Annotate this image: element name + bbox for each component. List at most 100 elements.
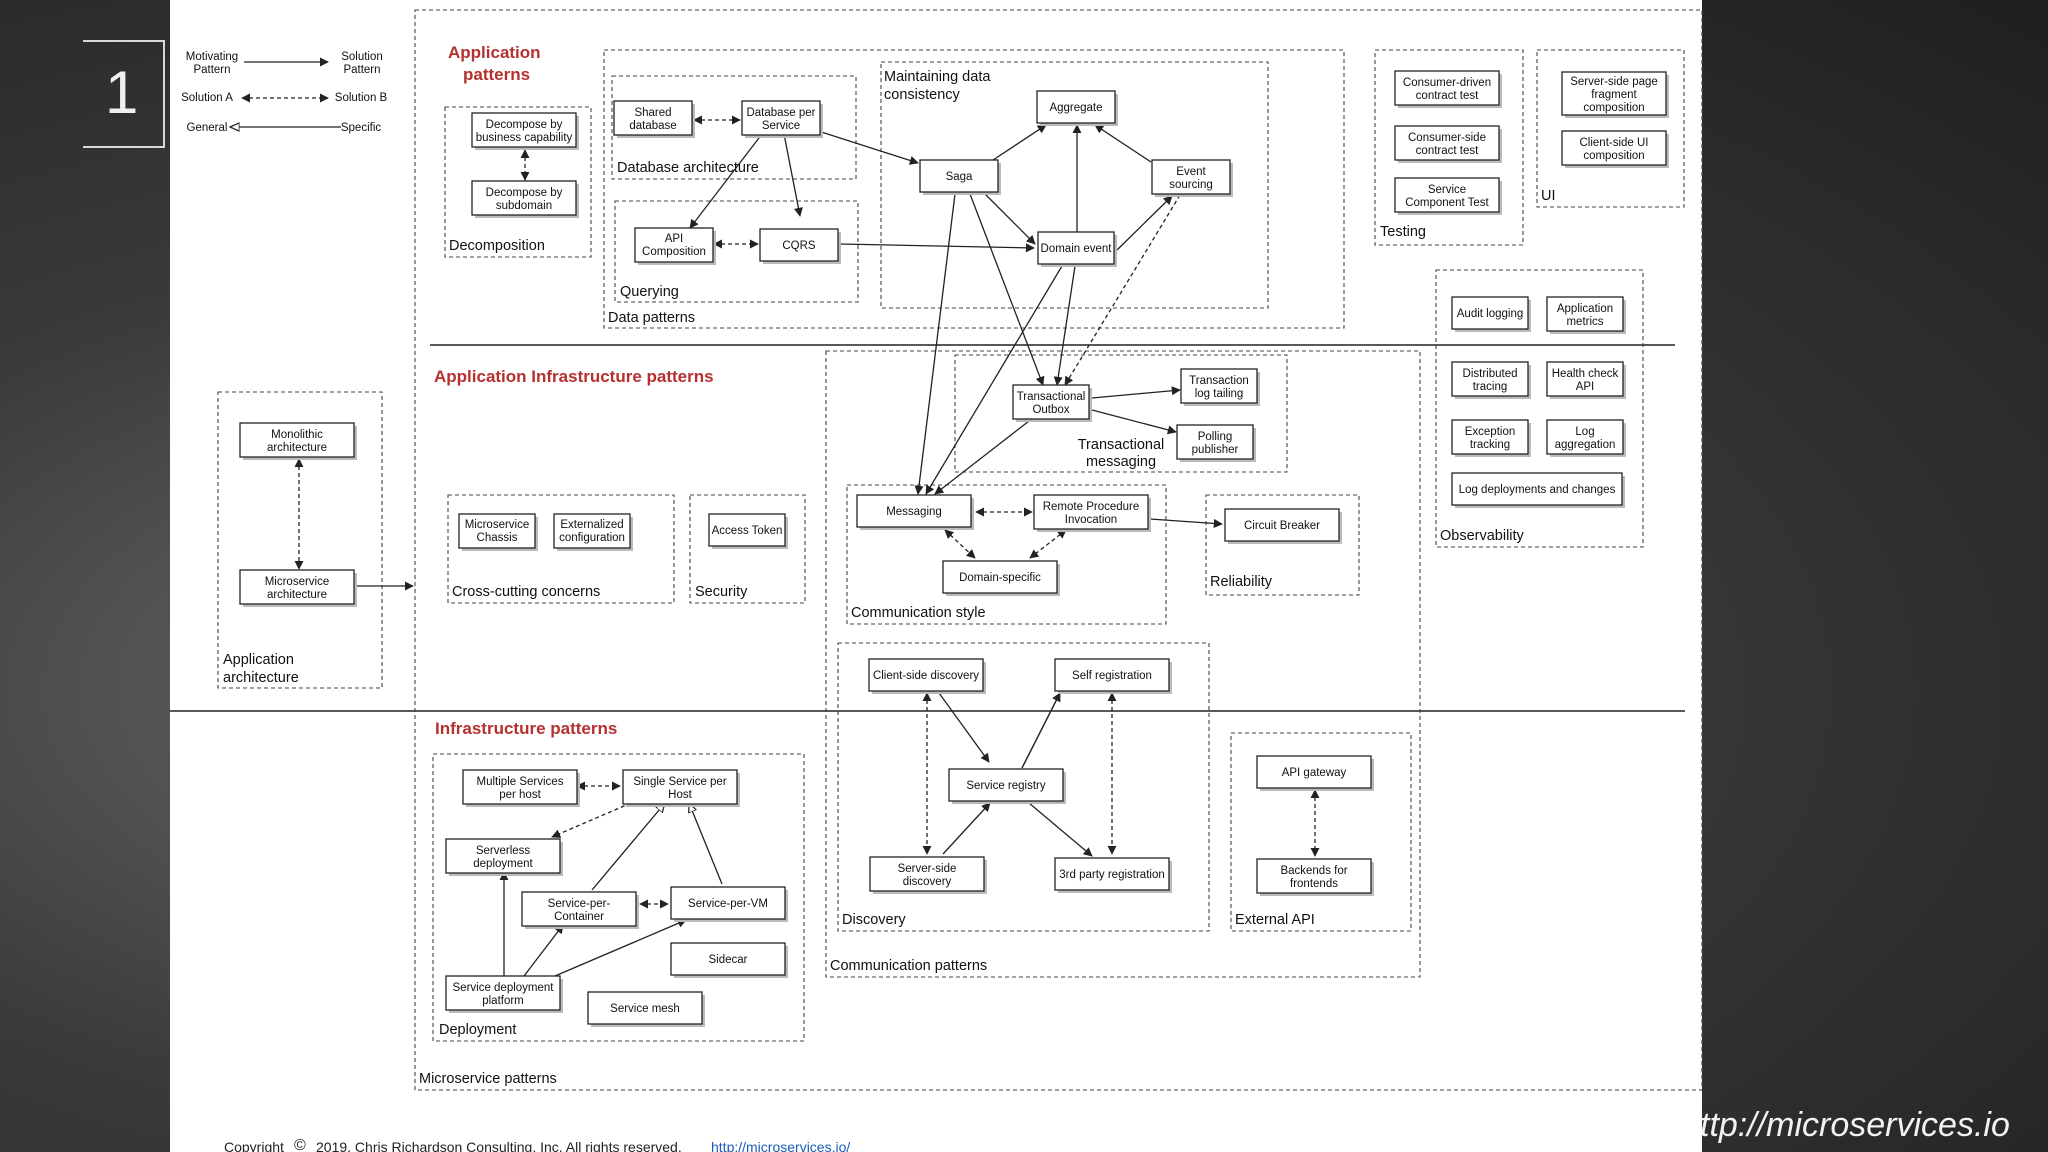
database-per-service[interactable]: Database per Service	[741, 100, 823, 138]
exception-tracking[interactable]: Exception tracking	[1451, 419, 1531, 457]
service-component-test[interactable]: Service Component Test	[1394, 177, 1502, 215]
domain-specific[interactable]: Domain-specific	[942, 560, 1060, 596]
decompose-by-business-capability[interactable]: Decompose by business capability	[471, 112, 579, 150]
svg-text:CQRS: CQRS	[782, 240, 816, 252]
svg-text:Service: Service	[1428, 184, 1466, 196]
decompose-by-subdomain[interactable]: Decompose by subdomain	[471, 180, 579, 218]
svg-text:business capability: business capability	[476, 132, 573, 144]
application-metrics[interactable]: Application metrics	[1546, 296, 1626, 334]
svg-text:Client-side UI: Client-side UI	[1579, 137, 1648, 149]
distributed-tracing[interactable]: Distributed tracing	[1451, 361, 1531, 399]
monolithic-architecture[interactable]: Monolithic architecture	[239, 422, 357, 460]
backends-for-frontends[interactable]: Backends for frontends	[1256, 858, 1374, 896]
domain-event[interactable]: Domain event	[1037, 231, 1117, 267]
svg-text:Audit logging: Audit logging	[1457, 308, 1524, 320]
svg-text:Application: Application	[1557, 303, 1613, 315]
log-deployments-and-changes[interactable]: Log deployments and changes	[1451, 472, 1625, 508]
consumer-side-contract-test[interactable]: Consumer-side contract test	[1394, 125, 1502, 163]
polling-publisher[interactable]: Polling publisher	[1176, 424, 1256, 462]
service-registry[interactable]: Service registry	[948, 768, 1066, 804]
single-service-per-host[interactable]: Single Service per Host	[622, 769, 740, 807]
svg-text:Consumer-driven: Consumer-driven	[1403, 77, 1491, 89]
access-token[interactable]: Access Token	[708, 513, 788, 549]
svg-text:platform: platform	[482, 995, 524, 1007]
svg-text:Remote Procedure: Remote Procedure	[1043, 501, 1140, 513]
third-party-registration[interactable]: 3rd party registration	[1054, 857, 1172, 893]
svg-text:publisher: publisher	[1192, 444, 1239, 456]
svg-text:discovery: discovery	[903, 876, 952, 888]
microservice-chassis[interactable]: Microservice Chassis	[458, 513, 538, 551]
svg-text:Microservice: Microservice	[265, 576, 330, 588]
legend-solution: Solution	[341, 51, 383, 63]
svg-text:API gateway: API gateway	[1282, 767, 1347, 779]
ui-group	[1536, 49, 1685, 208]
api-gateway[interactable]: API gateway	[1256, 755, 1374, 791]
serverless-deployment[interactable]: Serverless deployment	[445, 838, 563, 876]
svg-text:Access Token: Access Token	[712, 525, 783, 537]
service-per-vm[interactable]: Service-per-VM	[670, 886, 788, 922]
transactional-outbox[interactable]: Transactional Outbox	[1012, 384, 1092, 422]
querying-group	[614, 200, 859, 303]
data-patterns-group	[603, 49, 1345, 329]
service-per-container[interactable]: Service-per- Container	[521, 891, 639, 929]
svg-text:Exception: Exception	[1465, 426, 1516, 438]
svg-text:fragment: fragment	[1591, 89, 1637, 101]
svg-text:Polling: Polling	[1198, 431, 1233, 443]
server-side-page-fragment-composition[interactable]: Server-side page fragment composition	[1561, 71, 1669, 118]
microservice-patterns-caption: Microservice patterns	[419, 1071, 557, 1087]
client-side-ui-composition[interactable]: Client-side UI composition	[1561, 130, 1669, 168]
communication-patterns-caption: Communication patterns	[830, 958, 987, 974]
svg-text:Messaging: Messaging	[886, 506, 942, 518]
server-side-discovery[interactable]: Server-side discovery	[869, 856, 987, 894]
cqrs[interactable]: CQRS	[759, 228, 841, 264]
database-architecture-group	[611, 75, 857, 180]
svg-text:Saga: Saga	[946, 171, 973, 183]
section-title-app-infrastructure: Application Infrastructure patterns	[434, 367, 714, 386]
service-mesh[interactable]: Service mesh	[587, 991, 705, 1027]
svg-text:Service-per-VM: Service-per-VM	[688, 898, 768, 910]
svg-text:Client-side discovery: Client-side discovery	[873, 670, 979, 682]
consumer-driven-contract-test[interactable]: Consumer-driven contract test	[1394, 70, 1502, 108]
svg-text:metrics: metrics	[1566, 316, 1603, 328]
audit-logging[interactable]: Audit logging	[1451, 296, 1531, 332]
communication-style-group	[846, 484, 1167, 625]
self-registration[interactable]: Self registration	[1054, 658, 1172, 694]
section-title-application-patterns: Application	[448, 43, 541, 62]
legend-solution-b: Solution B	[335, 92, 388, 104]
externalized-configuration[interactable]: Externalized configuration	[553, 513, 633, 551]
svg-text:composition: composition	[1583, 102, 1644, 114]
svg-text:subdomain: subdomain	[496, 200, 552, 212]
event-sourcing[interactable]: Event sourcing	[1151, 159, 1233, 197]
log-aggregation[interactable]: Log aggregation	[1546, 419, 1626, 457]
svg-text:contract test: contract test	[1416, 90, 1479, 102]
svg-text:Service: Service	[762, 120, 800, 132]
sidecar[interactable]: Sidecar	[670, 942, 788, 978]
client-side-discovery[interactable]: Client-side discovery	[868, 658, 986, 694]
health-check-api[interactable]: Health check API	[1546, 361, 1626, 399]
messaging[interactable]: Messaging	[856, 494, 974, 530]
svg-text:Aggregate: Aggregate	[1049, 102, 1102, 114]
transaction-log-tailing[interactable]: Transaction log tailing	[1180, 368, 1260, 406]
decomposition-caption: Decomposition	[449, 238, 545, 254]
database-architecture-caption: Database architecture	[617, 160, 759, 176]
shared-database[interactable]: Shared database	[613, 100, 695, 138]
svg-text:Composition: Composition	[642, 246, 706, 258]
svg-text:architecture: architecture	[267, 589, 327, 601]
svg-text:Serverless: Serverless	[476, 845, 531, 857]
service-deployment-platform[interactable]: Service deployment platform	[445, 975, 563, 1013]
aggregate[interactable]: Aggregate	[1036, 90, 1118, 126]
circuit-breaker[interactable]: Circuit Breaker	[1224, 508, 1342, 544]
remote-procedure-invocation[interactable]: Remote Procedure Invocation	[1033, 494, 1151, 532]
svg-text:Consumer-side: Consumer-side	[1408, 132, 1486, 144]
api-composition[interactable]: API Composition	[634, 227, 716, 265]
svg-text:Self registration: Self registration	[1072, 670, 1152, 682]
svg-text:Host: Host	[668, 789, 692, 801]
microservice-architecture[interactable]: Microservice architecture	[239, 569, 357, 607]
data-patterns-caption: Data patterns	[608, 310, 695, 326]
svg-text:Log: Log	[1575, 426, 1594, 438]
multiple-services-per-host[interactable]: Multiple Services per host	[462, 769, 580, 807]
saga[interactable]: Saga	[919, 159, 1001, 195]
legend-pattern-2: Pattern	[343, 64, 380, 76]
footer-link[interactable]: http://microservices.io/	[711, 1139, 850, 1152]
